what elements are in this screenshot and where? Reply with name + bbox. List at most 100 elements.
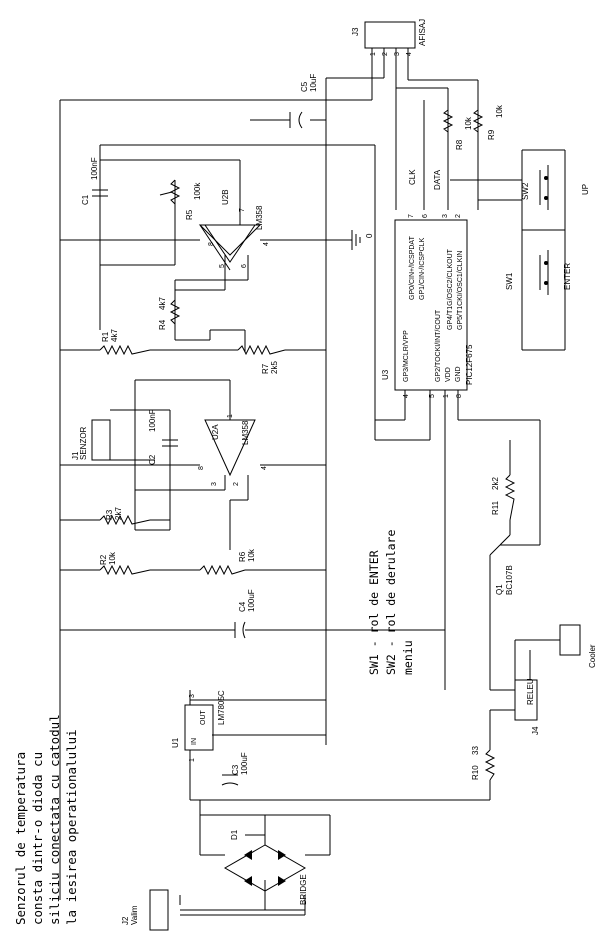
j1-name: SENZOR bbox=[79, 426, 88, 460]
j3-connector: J3 AFISAJ 1 2 3 4 bbox=[351, 19, 427, 56]
resistor-r2: R2 10k bbox=[99, 551, 151, 576]
resistor-r11: R11 2k2 bbox=[491, 474, 516, 521]
r11-value: 2k2 bbox=[491, 477, 500, 490]
cooler-label: Cooler bbox=[588, 644, 597, 668]
opamp-u2b: U2B LM358 7 8 4 5 6 bbox=[198, 189, 270, 271]
releu-label: RELEU bbox=[526, 678, 535, 705]
capacitor-c3: C3 100uF bbox=[221, 752, 249, 786]
u2a-pin3: 3 bbox=[211, 482, 218, 486]
u1-pin3: 3 bbox=[189, 694, 196, 698]
u1-pin1: 1 bbox=[189, 758, 196, 762]
j1-ref: J1 bbox=[71, 451, 80, 460]
j3-ref: J3 bbox=[351, 27, 360, 36]
r2-value: 10k bbox=[108, 551, 117, 565]
note-sw2: SW2 - rol de derulare bbox=[384, 530, 398, 675]
u2a-ref: U2A bbox=[211, 424, 220, 440]
u2b-ref: U2B bbox=[221, 189, 230, 205]
r5-ref: R5 bbox=[185, 209, 194, 220]
resistor-r1: R1 4k7 bbox=[99, 329, 151, 356]
q1-part: BC107B bbox=[505, 565, 514, 595]
u3-ref: U3 bbox=[381, 369, 390, 380]
resistor-r9: R9 10k bbox=[472, 104, 504, 140]
switch-sw2: SW2 UP bbox=[521, 165, 590, 210]
c3-ref: C3 bbox=[231, 764, 240, 775]
j3-pin-1: 1 bbox=[370, 52, 377, 56]
r9-ref: R9 bbox=[487, 129, 496, 140]
c1-value: 100nF bbox=[90, 157, 99, 180]
u1-part: LM7805C bbox=[217, 690, 226, 725]
u3-pin1: 1 bbox=[443, 394, 450, 398]
u2b-pin8: 8 bbox=[208, 242, 215, 246]
bridge-label: BRIDGE bbox=[299, 874, 308, 905]
sw2-name: UP bbox=[581, 184, 590, 195]
u2b-pin5: 5 bbox=[219, 264, 226, 268]
u3-pin-gp2: GP2/TOCKI/INT/COUT bbox=[435, 309, 442, 382]
note-sw1: SW1 - rol de ENTER bbox=[367, 550, 381, 675]
resistor-r10: R10 33 bbox=[471, 746, 496, 781]
capacitor-c1: C1 100nF bbox=[81, 157, 108, 205]
r2-ref: R2 bbox=[99, 554, 108, 565]
description-line-1: Senzorul de temperatura bbox=[13, 752, 28, 925]
sensor-j1: J1 SENZOR bbox=[71, 419, 111, 461]
r6-value: 10k bbox=[247, 548, 256, 562]
relay-j4: RELEU J4 bbox=[514, 678, 540, 735]
resistor-r4: R4 4k7 bbox=[158, 297, 181, 330]
r4-value: 4k7 bbox=[158, 297, 167, 310]
j3-pin-4: 4 bbox=[406, 52, 413, 56]
c4-ref: C4 bbox=[238, 601, 247, 612]
switch-notes: SW1 - rol de ENTER SW2 - rol de derulare… bbox=[367, 530, 415, 675]
r1-ref: R1 bbox=[101, 331, 110, 342]
u2b-pin7: 7 bbox=[239, 208, 246, 212]
bridge-d1: D1 BRIDGE bbox=[223, 829, 308, 905]
r3-value: 2k7 bbox=[114, 507, 123, 520]
j4-ref: J4 bbox=[531, 726, 540, 735]
regulator-u1: IN OUT U1 LM7805C 1 3 bbox=[171, 690, 226, 762]
c5-value: 10uF bbox=[309, 74, 318, 92]
r7-value: 2k5 bbox=[270, 361, 279, 374]
mcu-u3: 7 6 3 2 GP0/CIN+/ICSPDAT GP1/CIN-/ICSPCL… bbox=[381, 214, 474, 398]
resistor-r8: R8 10k bbox=[442, 109, 473, 150]
r7-ref: R7 bbox=[261, 363, 270, 374]
transistor-q1: Q1 BC107B bbox=[489, 534, 520, 595]
c5-ref: C5 bbox=[300, 81, 309, 92]
u2a-pin2: 2 bbox=[233, 482, 240, 486]
r4-ref: R4 bbox=[158, 319, 167, 330]
u3-pin-gp3: GP3/MCLR/VPP bbox=[403, 330, 410, 382]
wires bbox=[59, 48, 566, 916]
description-line-2: consta dintr-o dioda cu bbox=[30, 752, 45, 925]
u3-pin2: 2 bbox=[455, 214, 462, 218]
j2-ref: J2 bbox=[121, 916, 130, 925]
ground-symbol: 0 bbox=[351, 230, 374, 250]
potentiometer-r6: R6 10k bbox=[199, 548, 256, 576]
r9-value: 10k bbox=[495, 104, 504, 118]
u3-pin-gp0: GP0/CIN+/ICSPDAT bbox=[409, 235, 416, 300]
u3-pin-gnd: GND bbox=[455, 366, 462, 382]
description-line-3: siliciu conectata cu catodul bbox=[47, 714, 62, 925]
u1-in: IN bbox=[191, 738, 198, 745]
cooler: Cooler bbox=[559, 624, 597, 668]
u2b-pin6: 6 bbox=[241, 264, 248, 268]
r10-value: 33 bbox=[471, 746, 480, 755]
u2a-pin8: 8 bbox=[198, 466, 205, 470]
switch-sw1: SW1 ENTER bbox=[505, 250, 572, 295]
u2a-part: LM358 bbox=[241, 420, 250, 445]
r3-ref: R3 bbox=[105, 509, 114, 520]
description-notes: Senzorul de temperatura consta dintr-o d… bbox=[13, 714, 79, 925]
r10-ref: R10 bbox=[471, 765, 480, 780]
q1-ref: Q1 bbox=[495, 584, 504, 595]
u3-pin-gp5: GP5/T1CKI/OSC1/CLKIN bbox=[457, 251, 464, 330]
u2a-pin1: 1 bbox=[227, 414, 234, 418]
description-line-4: la iesirea operationalului bbox=[64, 729, 79, 925]
u2b-part: LM358 bbox=[255, 205, 264, 230]
u3-pin-gp1: GP1/CIN-/ICSPCLK bbox=[419, 237, 426, 300]
u3-pin6: 6 bbox=[422, 214, 429, 218]
sw1-ref: SW1 bbox=[505, 272, 514, 290]
c2-ref: C2 bbox=[148, 454, 157, 465]
c3-value: 100uF bbox=[240, 752, 249, 775]
u3-part: PIC12F675 bbox=[465, 344, 474, 385]
opamp-u2a: U2A LM358 1 8 4 3 2 bbox=[198, 414, 268, 486]
ground-label: 0 bbox=[365, 233, 374, 238]
clk-label: CLK bbox=[408, 169, 417, 185]
resistor-r3: R3 2k7 bbox=[99, 507, 151, 526]
